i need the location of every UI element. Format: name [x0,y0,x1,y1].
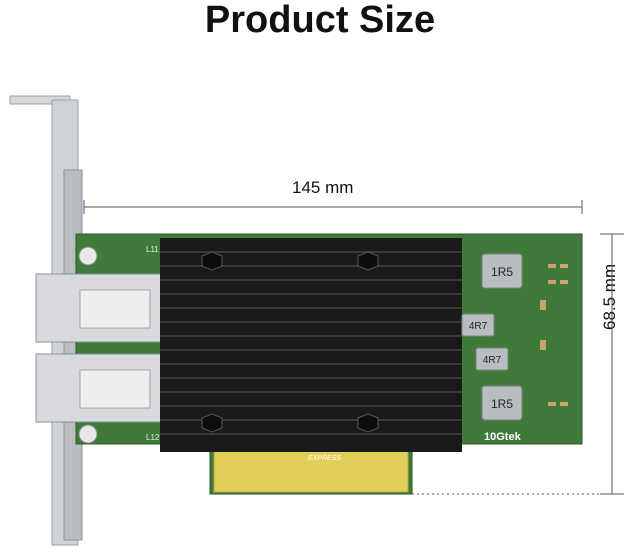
page-title: Product Size [204,0,436,41]
component-label-1: 1R5 [491,265,513,279]
inductor-4r7-bottom [475,347,509,371]
inductor-1r5-bottom [481,385,523,421]
smd-components [540,264,568,406]
width-dimension-line [83,200,583,214]
mounting-hole-bottom [78,424,98,444]
rj45-port-top [35,273,165,343]
inductor-1r5-top [481,253,523,289]
pcie-connector [213,447,409,493]
rj45-port-bottom [35,353,165,423]
component-label-3: 4R7 [483,355,502,366]
mounting-hole-top [78,246,98,266]
height-dimension-line [412,233,624,495]
width-dimension-label: 145 mm [292,178,354,197]
silk-label-l11: L11 [146,245,159,254]
brand-logo-text: 10Gtek [484,431,522,443]
silk-label-l12: L12 [146,433,160,442]
pcie-label: EXPRESS [308,455,341,462]
inductor-4r7-top [461,313,495,337]
heatsink [160,238,462,452]
component-label-4: 1R5 [491,397,513,411]
component-label-2: 4R7 [469,321,488,332]
